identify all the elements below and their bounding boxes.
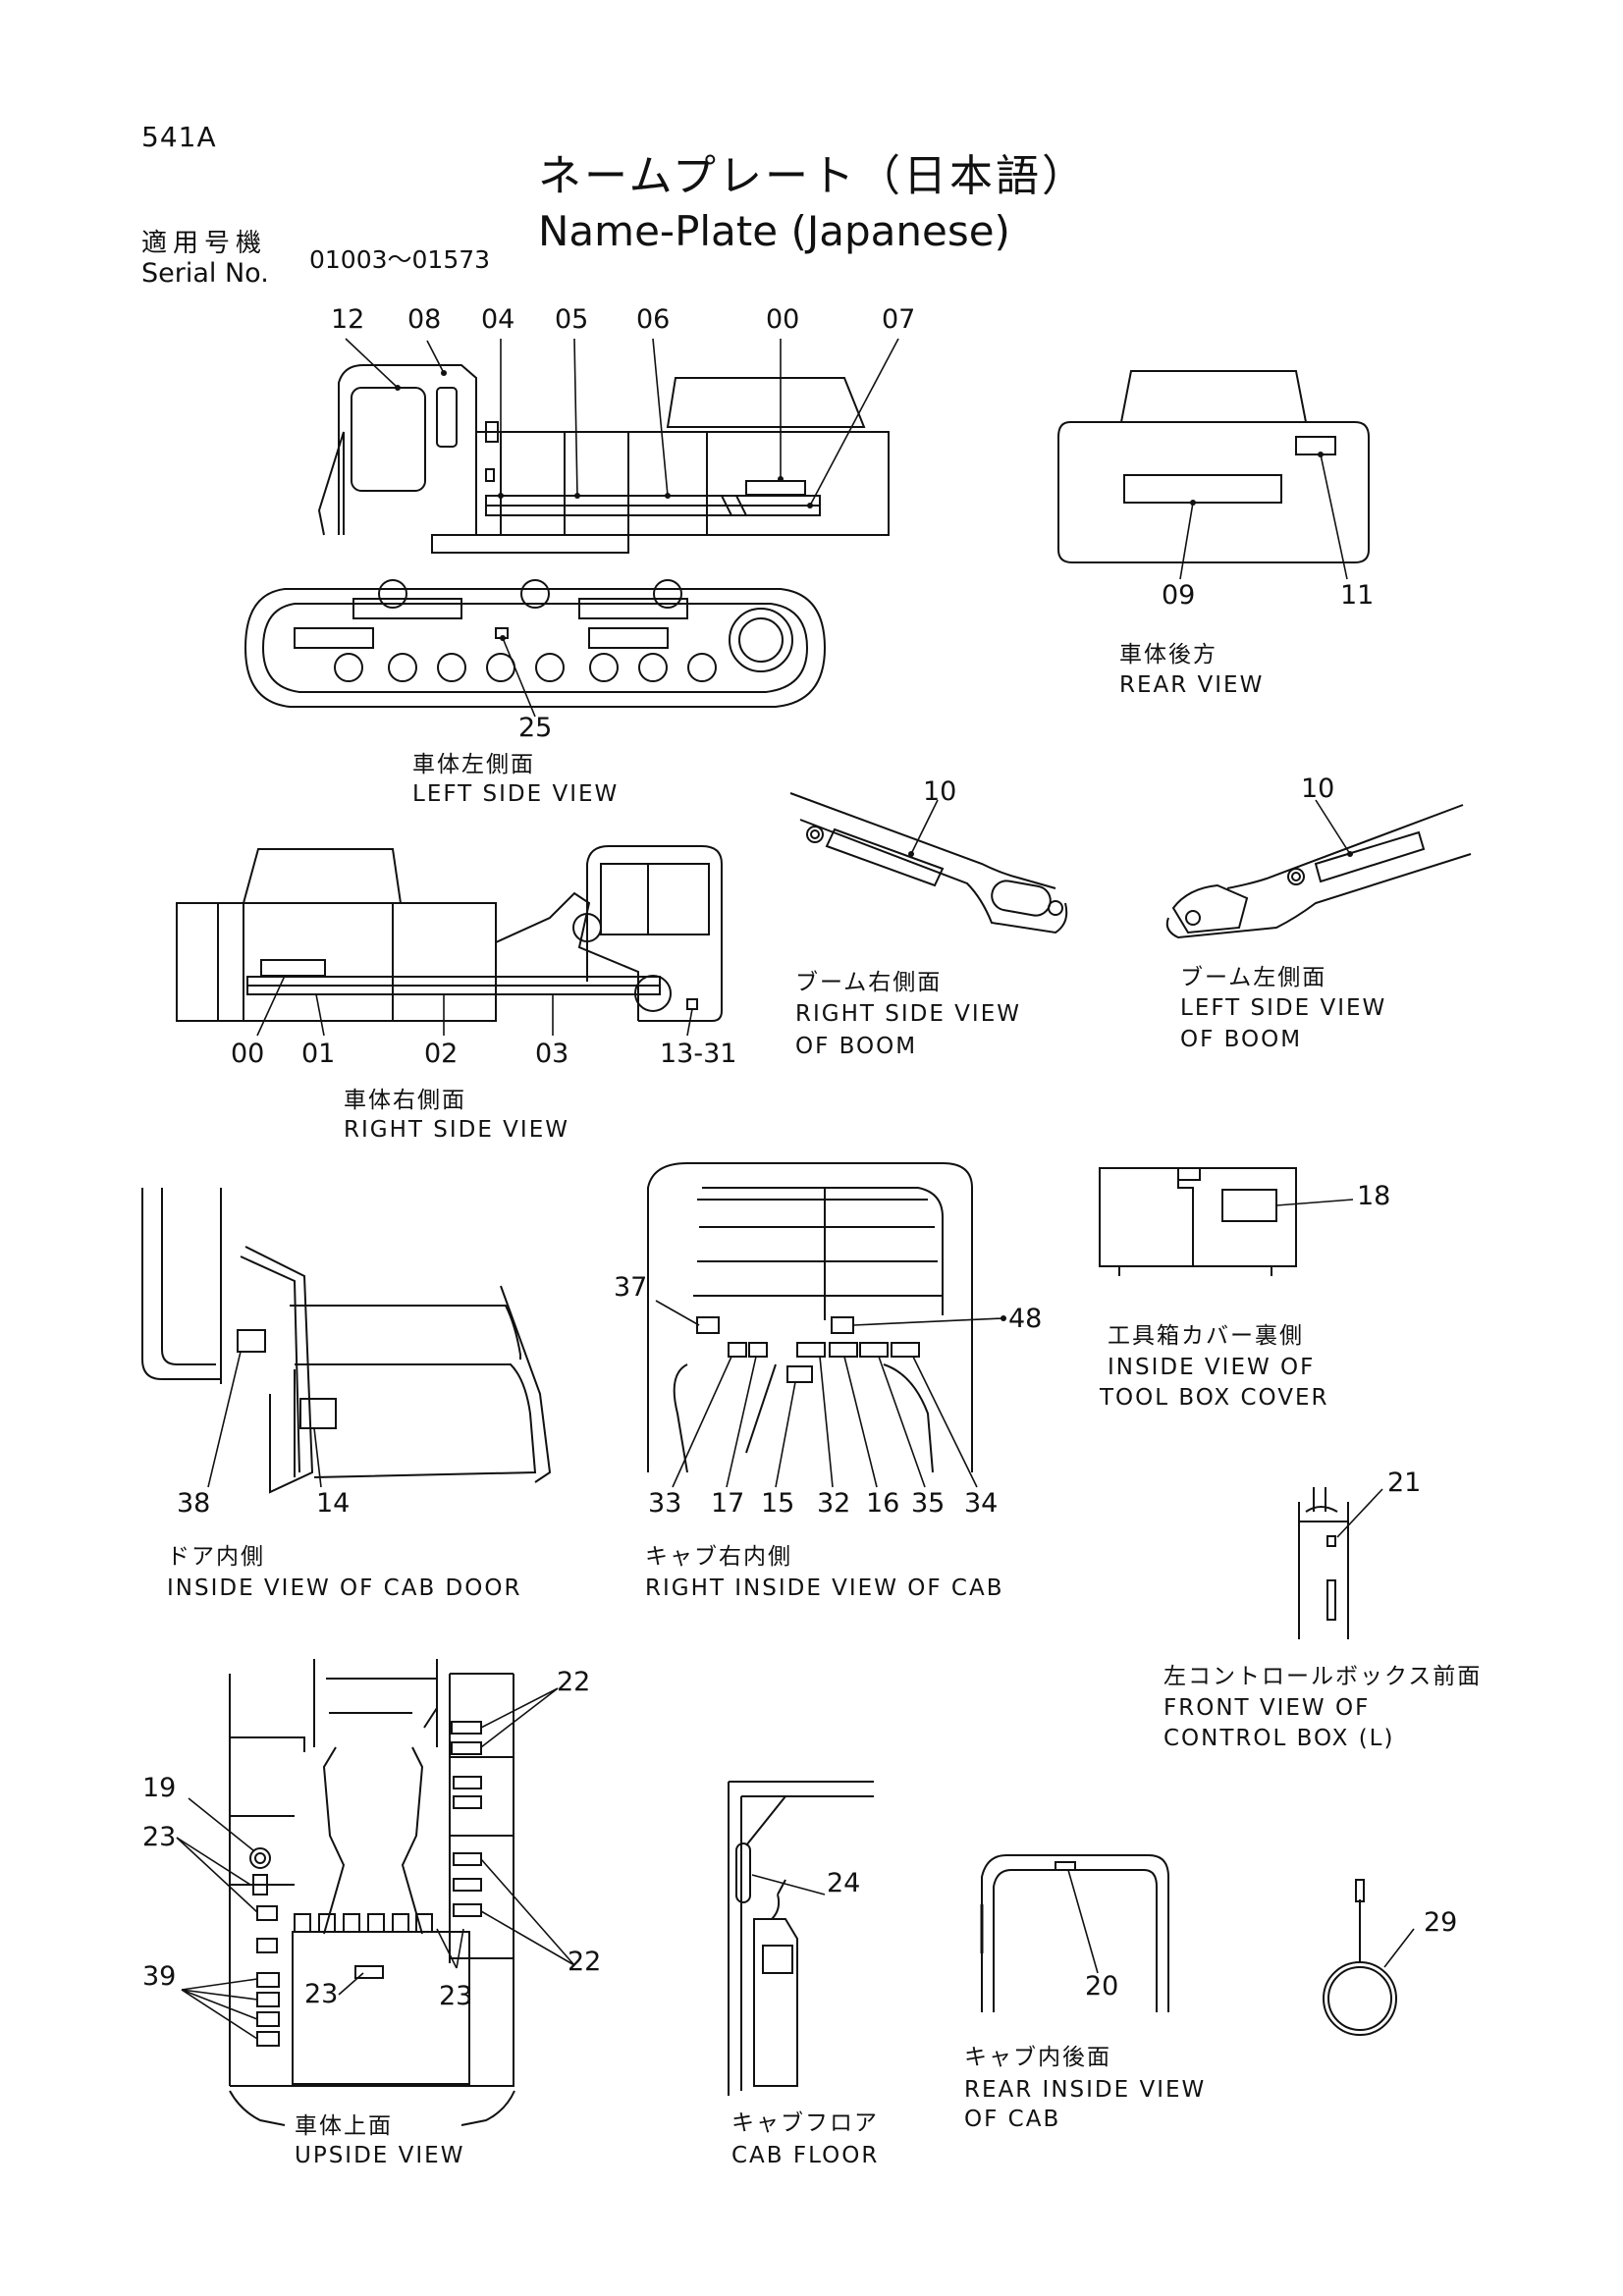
boom-left-caption-jp: ブーム左側面	[1180, 965, 1327, 990]
leader-arrowheads	[395, 370, 1353, 1321]
callout-number: 33	[648, 1488, 682, 1519]
boom-right-caption-en1: RIGHT SIDE VIEW	[795, 1001, 1021, 1027]
tool-box-caption-jp: 工具箱カバー裏側	[1108, 1323, 1304, 1349]
callout-number: 37	[614, 1272, 648, 1303]
tool-box-caption-en2: TOOL BOX COVER	[1100, 1385, 1329, 1411]
cab-floor-caption-jp: キャブフロア	[731, 2110, 879, 2136]
callout-number: 39	[142, 1961, 177, 1992]
rear-view-caption-jp: 車体後方	[1119, 642, 1217, 667]
control-box-caption-en2: CONTROL BOX (L)	[1163, 1726, 1395, 1751]
callout-number: 24	[827, 1868, 861, 1898]
serial-label-en: Serial No.	[141, 258, 269, 289]
boom-left-caption-en2: OF BOOM	[1180, 1027, 1303, 1052]
callout-number: 16	[866, 1488, 900, 1519]
control-box-caption-en1: FRONT VIEW OF	[1163, 1695, 1371, 1721]
upside-view-drawing	[230, 1659, 514, 2125]
control-box-caption-jp: 左コントロールボックス前面	[1163, 1664, 1483, 1689]
callout-number: 02	[424, 1039, 459, 1069]
callout-number: 19	[142, 1773, 177, 1803]
page-title-jp: ネームプレート（日本語）	[538, 151, 1089, 201]
callout-number: 17	[711, 1488, 745, 1519]
upside-caption-en: UPSIDE VIEW	[295, 2143, 465, 2168]
rear-view-drawing	[1058, 371, 1369, 562]
serial-range: 01003～01573	[309, 245, 491, 274]
callout-number: 07	[882, 304, 916, 335]
cab-rear-caption-en1: REAR INSIDE VIEW	[964, 2077, 1207, 2103]
callout-number: 18	[1357, 1181, 1391, 1211]
callout-number: 09	[1162, 580, 1196, 611]
cab-door-caption-en: INSIDE VIEW OF CAB DOOR	[167, 1575, 522, 1601]
leader-lines	[177, 339, 1414, 2039]
boom-right-caption-en2: OF BOOM	[795, 1034, 918, 1059]
callout-number: 35	[911, 1488, 946, 1519]
right-side-view-caption-en: RIGHT SIDE VIEW	[344, 1117, 569, 1143]
callout-number: 20	[1085, 1971, 1119, 2002]
callout-number: 03	[535, 1039, 569, 1069]
callout-number: 14	[316, 1488, 351, 1519]
callout-number: 05	[555, 304, 589, 335]
tool-box-cover-drawing	[1100, 1168, 1296, 1276]
callout-number: 00	[766, 304, 800, 335]
callout-number: 25	[518, 713, 553, 743]
callout-number: 00	[231, 1039, 265, 1069]
cab-rear-drawing	[982, 1855, 1168, 2012]
serial-label-jp: 適用号機	[141, 229, 268, 258]
cab-door-caption-jp: ドア内側	[167, 1544, 265, 1570]
callout-number: 32	[817, 1488, 851, 1519]
page-title-en: Name-Plate (Japanese)	[538, 207, 1010, 255]
left-side-view-caption-en: LEFT SIDE VIEW	[412, 781, 620, 807]
callout-number: 23	[142, 1822, 177, 1852]
cab-floor-drawing	[729, 1782, 874, 2096]
cab-right-inside-drawing	[648, 1163, 972, 1472]
callout-number: 34	[964, 1488, 999, 1519]
callout-number: 22	[557, 1667, 591, 1697]
boom-left-caption-en1: LEFT SIDE VIEW	[1180, 995, 1387, 1021]
callout-number: 10	[1301, 774, 1335, 804]
callout-number: 38	[177, 1488, 211, 1519]
callout-number: 13-31	[660, 1039, 737, 1069]
callout-number: 06	[636, 304, 671, 335]
upside-caption-jp: 車体上面	[295, 2113, 393, 2139]
rear-view-caption-en: REAR VIEW	[1119, 672, 1265, 698]
callout-number: 12	[331, 304, 365, 335]
cab-door-drawing	[142, 1188, 550, 1492]
callout-number: 21	[1387, 1468, 1422, 1498]
callout-number: 08	[407, 304, 442, 335]
excavator-right-side-drawing	[177, 846, 722, 1021]
cab-right-caption-en: RIGHT INSIDE VIEW OF CAB	[645, 1575, 1004, 1601]
cab-right-caption-jp: キャブ右内側	[645, 1544, 792, 1570]
callout-number: 10	[923, 776, 957, 807]
left-side-view-caption-jp: 車体左側面	[412, 752, 535, 777]
boom-right-caption-jp: ブーム右側面	[795, 970, 943, 995]
boom-right-side-drawing	[790, 793, 1066, 933]
cab-floor-caption-en: CAB FLOOR	[731, 2143, 880, 2168]
callout-number: 04	[481, 304, 515, 335]
callout-number: 22	[568, 1947, 602, 1977]
callout-number: 15	[761, 1488, 795, 1519]
tool-box-caption-en1: INSIDE VIEW OF	[1108, 1355, 1316, 1380]
callout-number: 23	[439, 1981, 473, 2011]
excavator-left-side-drawing	[245, 365, 889, 707]
callout-number: 01	[301, 1039, 336, 1069]
cord-ring-drawing	[1324, 1880, 1396, 2035]
right-side-view-caption-jp: 車体右側面	[344, 1088, 466, 1113]
boom-left-side-drawing	[1167, 805, 1471, 937]
cab-rear-caption-en2: OF CAB	[964, 2107, 1061, 2132]
callout-number: 29	[1424, 1907, 1458, 1938]
callout-number: 11	[1340, 580, 1375, 611]
callout-number: 48	[1008, 1304, 1043, 1334]
page-code: 541A	[141, 121, 217, 153]
control-box-drawing	[1299, 1487, 1348, 1639]
callout-number: 23	[304, 1979, 339, 2009]
cab-rear-caption-jp: キャブ内後面	[964, 2045, 1111, 2070]
